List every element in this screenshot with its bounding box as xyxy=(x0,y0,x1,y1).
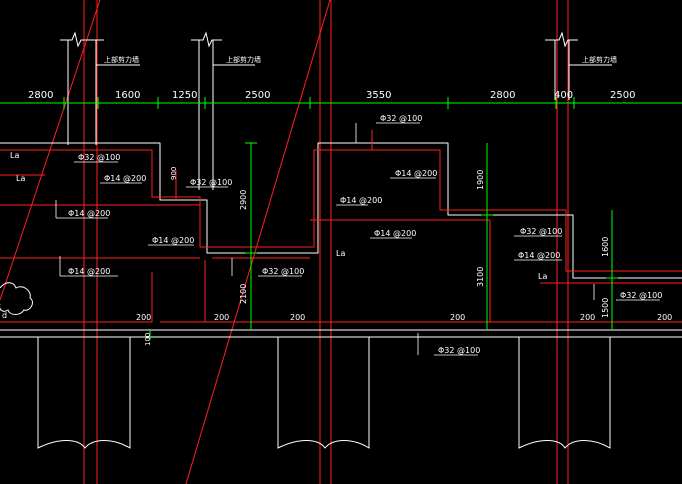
depth-dim-2100: 2100 xyxy=(239,284,248,304)
dim-3550: 3550 xyxy=(366,90,391,101)
dimension-line-top xyxy=(0,97,682,340)
dim-2500-b: 2500 xyxy=(610,90,635,101)
cover-dim-3: 200 xyxy=(290,313,305,322)
wall-note-2: 上部剪力墙 xyxy=(226,55,261,64)
rebar-label-4: Φ14 @200 xyxy=(68,209,110,218)
rebar-label-1: Φ32 @100 xyxy=(78,153,120,162)
revision-cloud xyxy=(0,282,33,315)
rebar-label-13: Φ14 @200 xyxy=(518,251,560,260)
la-label-3: La xyxy=(336,249,345,258)
depth-dim-1600: 1600 xyxy=(601,237,610,257)
cover-dim-1: 200 xyxy=(136,313,151,322)
cover-dim-4: 200 xyxy=(450,313,465,322)
piles xyxy=(37,337,611,449)
depth-dimensions: 2900 2100 1900 3100 1600 1500 900 xyxy=(170,167,610,318)
la-label-2: La xyxy=(16,174,25,183)
cover-dim-2: 200 xyxy=(214,313,229,322)
top-dimensions: 2800 1600 1250 2500 3550 2800 400 2500 xyxy=(28,90,635,101)
cover-dim-6: 200 xyxy=(657,313,672,322)
rebar-label-10: Φ14 @200 xyxy=(340,196,382,205)
rebar-label-14: Φ32 @100 xyxy=(620,291,662,300)
rebar-label-8: Φ32 @100 xyxy=(380,114,422,123)
rebar-lines xyxy=(0,130,682,323)
rebar-label-9: Φ14 @200 xyxy=(395,169,437,178)
rebar-label-15: Φ32 @100 xyxy=(438,346,480,355)
wall-notes: 上部剪力墙 上部剪力墙 上部剪力墙 xyxy=(104,55,617,64)
la-label-4: La xyxy=(538,272,547,281)
rebar-labels: Φ32 @100 Φ14 @200 Φ32 @100 Φ14 @200 Φ14 … xyxy=(68,114,662,355)
dim-2800-b: 2800 xyxy=(490,90,515,101)
rebar-label-3: Φ32 @100 xyxy=(190,178,232,187)
bottom-dim-100: 100 xyxy=(144,333,152,346)
dim-1250: 1250 xyxy=(172,90,197,101)
edge-letter: d xyxy=(2,311,7,320)
wall-note-3: 上部剪力墙 xyxy=(582,55,617,64)
depth-dim-3100: 3100 xyxy=(476,267,485,287)
cover-dimensions: 200 200 200 200 200 200 xyxy=(136,313,672,322)
construction-lines xyxy=(0,0,569,484)
upper-shear-walls xyxy=(60,31,612,190)
rebar-label-2: Φ14 @200 xyxy=(104,174,146,183)
cover-dim-5: 200 xyxy=(580,313,595,322)
wall-note-1: 上部剪力墙 xyxy=(104,55,139,64)
la-labels: La La La La xyxy=(10,151,547,281)
rebar-label-6: Φ14 @200 xyxy=(68,267,110,276)
label-leaders xyxy=(55,122,660,356)
depth-dim-900: 900 xyxy=(170,167,178,180)
dim-2800-a: 2800 xyxy=(28,90,53,101)
depth-dim-1500: 1500 xyxy=(601,298,610,318)
dim-1600: 1600 xyxy=(115,90,140,101)
rebar-label-11: Φ14 @200 xyxy=(374,229,416,238)
rebar-label-12: Φ32 @100 xyxy=(520,227,562,236)
dim-2500-a: 2500 xyxy=(245,90,270,101)
rebar-label-7: Φ32 @100 xyxy=(262,267,304,276)
depth-dim-1900: 1900 xyxy=(476,170,485,190)
rebar-label-5: Φ14 @200 xyxy=(152,236,194,245)
depth-dim-2900: 2900 xyxy=(239,190,248,210)
foundation-outline xyxy=(0,142,682,338)
dim-400: 400 xyxy=(554,90,573,101)
la-label-1: La xyxy=(10,151,19,160)
